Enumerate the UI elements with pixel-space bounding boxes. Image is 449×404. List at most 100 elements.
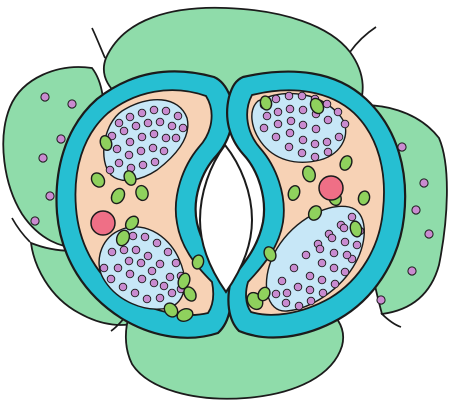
vacuole-granule (141, 233, 149, 241)
epidermal-granule (425, 230, 433, 238)
vacuole-granule (162, 107, 170, 115)
vacuole-granule (150, 279, 158, 287)
vacuole-granule (302, 251, 310, 259)
vacuole-granule (319, 289, 327, 297)
vacuole-granule (156, 118, 164, 126)
vacuole-granule (115, 159, 123, 167)
vacuole-granule (285, 92, 293, 100)
epidermal-granule (41, 93, 49, 101)
vacuole-granule (137, 147, 145, 155)
vacuole-granule (125, 151, 133, 159)
vacuole-granule (330, 249, 338, 257)
epidermal-granule (420, 179, 428, 187)
vacuole-granule (278, 277, 286, 285)
vacuole-granule (150, 130, 158, 138)
vacuole-granule (312, 125, 320, 133)
vacuole-granule (295, 302, 303, 310)
vacuole-granule (115, 119, 123, 127)
vacuole-granule (120, 246, 128, 254)
vacuole-granule (148, 267, 156, 275)
vacuole-granule (341, 268, 349, 276)
vacuole-granule (114, 264, 122, 272)
epidermal-granule (412, 206, 420, 214)
epidermal-granule (398, 143, 406, 151)
epidermal-border-top-left (92, 28, 105, 58)
vacuole-granule (272, 95, 280, 103)
vacuole-granule (129, 232, 137, 240)
vacuole-granule (341, 120, 349, 128)
vacuole-granule (106, 166, 114, 174)
vacuole-granule (294, 283, 302, 291)
vacuole-granule (138, 133, 146, 141)
vacuole-granule (299, 136, 307, 144)
vacuole-granule (311, 153, 319, 161)
vacuole-granule (299, 106, 307, 114)
vacuole-granule (299, 121, 307, 129)
vacuole-granule (334, 108, 342, 116)
vacuole-granule (144, 119, 152, 127)
nucleus-right (319, 176, 343, 200)
vacuole-granule (311, 140, 319, 148)
vacuole-granule (274, 108, 282, 116)
vacuole-granule (286, 129, 294, 137)
vacuole-granule (138, 109, 146, 117)
vacuole-granule (340, 224, 348, 232)
epidermal-granule (31, 217, 39, 225)
vacuole-granule (174, 112, 182, 120)
vacuole-granule (168, 289, 176, 297)
vacuole-granule (172, 134, 180, 142)
vacuole-granule (343, 251, 351, 259)
epidermal-granule (46, 192, 54, 200)
vacuole-granule (125, 257, 133, 265)
nucleus-left (91, 211, 115, 235)
vacuole-granule (324, 116, 332, 124)
vacuole-granule (307, 297, 315, 305)
epidermal-granule (68, 100, 76, 108)
epidermal-granule (408, 267, 416, 275)
vacuole-granule (323, 138, 331, 146)
vacuole-granule (100, 264, 108, 272)
vacuole-granule (298, 149, 306, 157)
vacuole-granule (156, 260, 164, 268)
epidermal-granule (57, 135, 65, 143)
vacuole-granule (164, 248, 172, 256)
vacuole-granule (323, 100, 331, 108)
vacuole-granule (131, 289, 139, 297)
vacuole-granule (107, 275, 115, 283)
vacuole-granule (156, 294, 164, 302)
vacuole-granule (143, 295, 151, 303)
vacuole-granule (151, 158, 159, 166)
vacuole-granule (283, 289, 291, 297)
vacuole-granule (290, 264, 298, 272)
vacuole-granule (108, 248, 116, 256)
vacuole-granule (149, 144, 157, 152)
vacuole-granule (166, 273, 174, 281)
vacuole-granule (263, 112, 271, 120)
vacuole-granule (274, 120, 282, 128)
vacuole-granule (179, 124, 187, 132)
vacuole-granule (162, 134, 170, 142)
vacuole-granule (272, 133, 280, 141)
epidermal-border-top-right (350, 27, 376, 52)
vacuole-granule (335, 133, 343, 141)
vacuole-granule (331, 280, 339, 288)
vacuole-granule (113, 145, 121, 153)
vacuole-granule (126, 113, 134, 121)
epidermal-granule (39, 154, 47, 162)
vacuole-granule (172, 259, 180, 267)
epidermal-granule (377, 296, 385, 304)
vacuole-granule (298, 92, 306, 100)
vacuole-granule (318, 276, 326, 284)
vacuole-granule (306, 286, 314, 294)
vacuole-granule (126, 138, 134, 146)
vacuole-granule (139, 161, 147, 169)
vacuole-granule (126, 270, 134, 278)
vacuole-granule (285, 143, 293, 151)
vacuole-granule (341, 238, 349, 246)
vacuole-granule (168, 122, 176, 130)
vacuole-granule (318, 259, 326, 267)
vacuole-granule (160, 147, 168, 155)
vacuole-granule (328, 234, 336, 242)
vacuole-granule (353, 241, 361, 249)
